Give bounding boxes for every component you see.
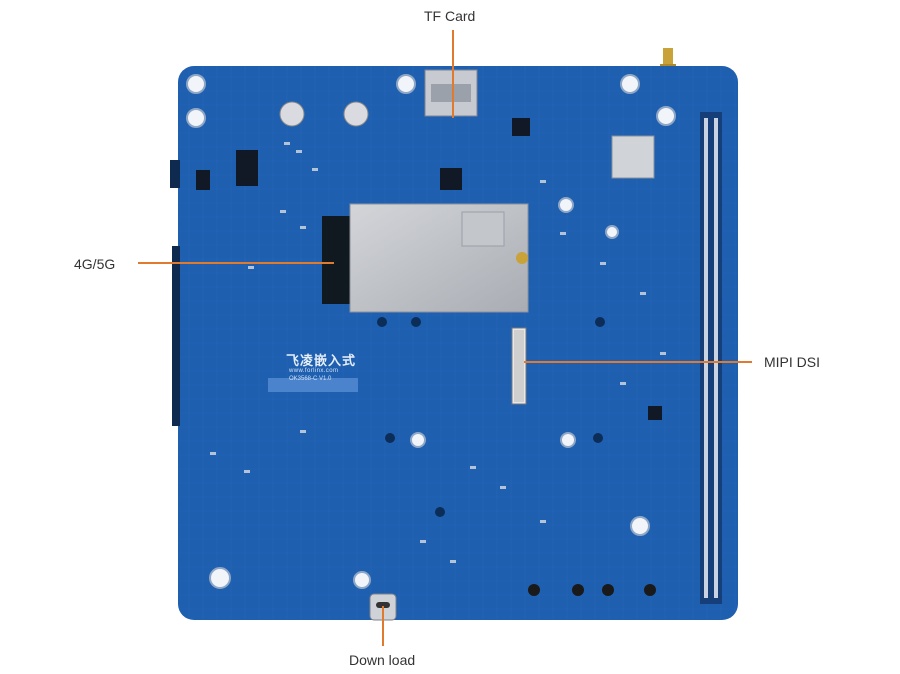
capacitors [279, 101, 369, 127]
4g-5g-callout-line [138, 262, 334, 264]
label-sticker [268, 378, 358, 392]
tf-card-callout-line [452, 30, 454, 118]
board-model: OK3568-C V1.0 [289, 376, 332, 382]
wifi-module [611, 135, 655, 179]
4g-5g-module [322, 203, 529, 313]
brand-url: www.forlinx.com [289, 368, 339, 374]
mipi-dsi-connector [511, 327, 527, 405]
brand-logo-text: 飞凌嵌入式 [286, 353, 357, 368]
download-callout-line [382, 606, 384, 646]
4g-5g-label: 4G/5G [74, 256, 116, 272]
pin-header [700, 112, 722, 604]
mounting-holes [186, 74, 676, 589]
mipi-dsi-label: MIPI DSI [764, 354, 821, 370]
tf-card-label: TF Card [424, 8, 476, 24]
tf-card-slot [424, 69, 478, 117]
mipi-dsi-callout-line [524, 361, 752, 363]
bottom-connectors [528, 584, 656, 596]
download-label: Down load [349, 652, 416, 668]
